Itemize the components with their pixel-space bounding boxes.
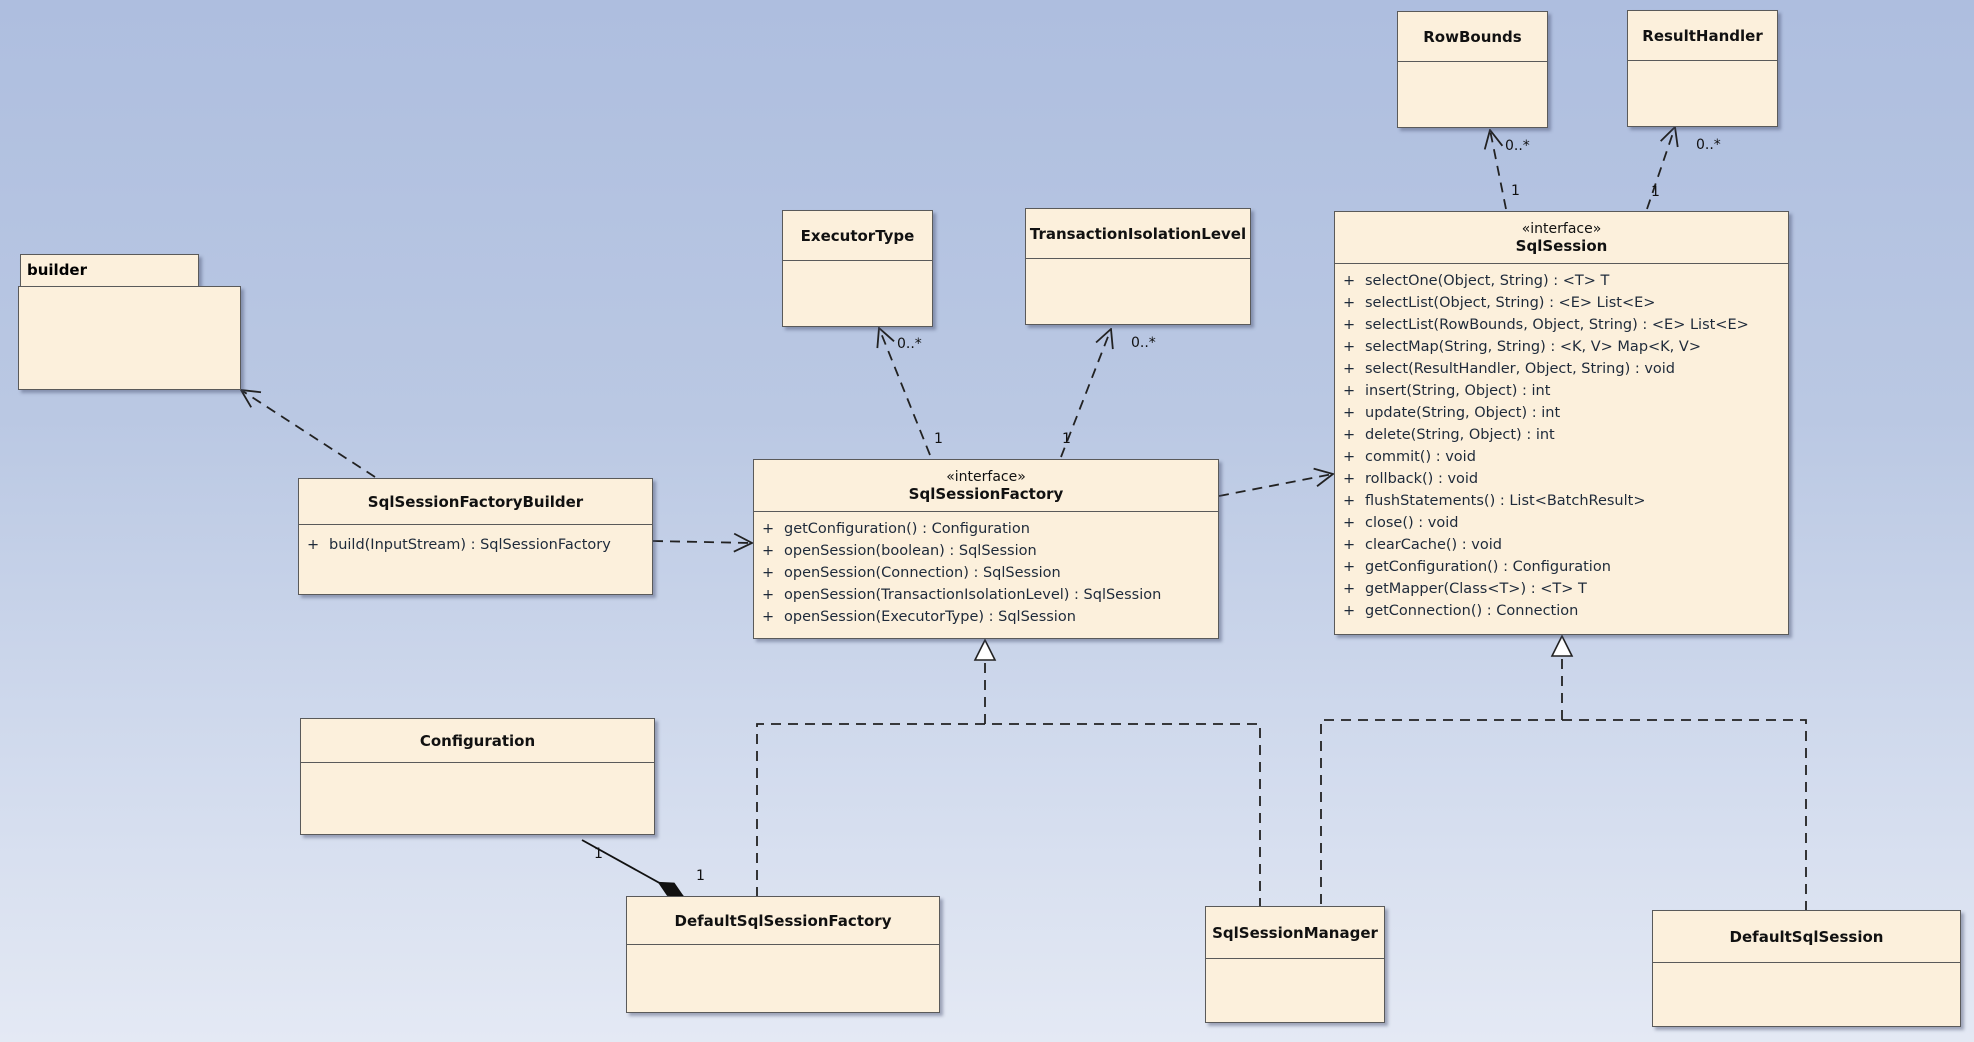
dep-line-builder-to-factory	[652, 541, 752, 543]
mult-executor-type-target: 0..*	[897, 336, 922, 352]
package-builder-name: builder	[27, 261, 88, 279]
class-name: SqlSessionFactory	[908, 484, 1064, 503]
operation-row[interactable]: +openSession(boolean) : SqlSession	[762, 543, 1037, 559]
mult-factory-end: 1	[696, 868, 705, 884]
operation-row[interactable]: +rollback() : void	[1343, 471, 1479, 487]
mult-configuration-end: 1	[594, 846, 603, 862]
operation-row[interactable]: +close() : void	[1343, 515, 1459, 531]
class-sql-session-factory-builder[interactable]: SqlSessionFactoryBuilder +build(InputStr…	[298, 478, 653, 595]
class-name: ResultHandler	[1642, 26, 1763, 45]
stereotype: «interface»	[946, 468, 1026, 485]
stereotype: «interface»	[1521, 220, 1602, 237]
operation-row[interactable]: +getConfiguration() : Configuration	[762, 521, 1030, 537]
class-default-sql-session-factory[interactable]: DefaultSqlSessionFactory	[626, 896, 940, 1013]
dep-line-factory-to-session	[1218, 474, 1333, 497]
mult-executor-type-source: 1	[934, 431, 943, 447]
class-sql-session[interactable]: «interface» SqlSession +selectOne(Object…	[1334, 211, 1789, 635]
class-name: Configuration	[419, 731, 536, 750]
class-sql-session-manager[interactable]: SqlSessionManager	[1205, 906, 1385, 1023]
realization-session-manager	[1320, 719, 1807, 910]
class-result-handler[interactable]: ResultHandler	[1627, 10, 1778, 127]
operation-row[interactable]: +getConfiguration() : Configuration	[1343, 559, 1611, 575]
operation-row[interactable]: +selectOne(Object, String) : <T> T	[1343, 273, 1610, 289]
mult-result-handler-target: 0..*	[1696, 137, 1721, 153]
class-row-bounds[interactable]: RowBounds	[1397, 11, 1548, 128]
dep-line-result-handler	[1646, 127, 1675, 210]
class-transaction-isolation-level[interactable]: TransactionIsolationLevel	[1025, 208, 1251, 325]
operations-list: +getConfiguration() : Configuration +ope…	[754, 512, 1218, 628]
mult-row-bounds-source: 1	[1511, 183, 1520, 199]
operation-row[interactable]: +getConnection() : Connection	[1343, 603, 1579, 619]
class-name: SqlSessionFactoryBuilder	[367, 492, 584, 511]
operation-row[interactable]: +openSession(TransactionIsolationLevel) …	[762, 587, 1162, 603]
package-builder-tab[interactable]: builder	[20, 254, 199, 288]
operation-row[interactable]: +insert(String, Object) : int	[1343, 383, 1551, 399]
operation-row[interactable]: +update(String, Object) : int	[1343, 405, 1561, 421]
class-name: TransactionIsolationLevel	[1029, 224, 1247, 243]
mult-row-bounds-target: 0..*	[1505, 138, 1530, 154]
class-name: RowBounds	[1423, 27, 1522, 46]
operations-list: +build(InputStream) : SqlSessionFactory	[299, 525, 652, 556]
class-name: DefaultSqlSessionFactory	[674, 911, 892, 930]
operation-row[interactable]: +selectList(RowBounds, Object, String) :…	[1343, 317, 1749, 333]
class-name: ExecutorType	[800, 226, 915, 245]
class-name: SqlSessionManager	[1212, 923, 1378, 942]
operation-row[interactable]: +selectList(Object, String) : <E> List<E…	[1343, 295, 1656, 311]
operation-row[interactable]: +selectMap(String, String) : <K, V> Map<…	[1343, 339, 1701, 355]
operation-row[interactable]: +select(ResultHandler, Object, String) :…	[1343, 361, 1676, 377]
dep-line-row-bounds	[1490, 130, 1507, 210]
operations-list: +selectOne(Object, String) : <T> T +sele…	[1335, 264, 1788, 622]
class-configuration[interactable]: Configuration	[300, 718, 655, 835]
operation-row[interactable]: +flushStatements() : List<BatchResult>	[1343, 493, 1646, 509]
class-name: SqlSession	[1515, 236, 1608, 255]
operation-row[interactable]: +openSession(ExecutorType) : SqlSession	[762, 609, 1076, 625]
dep-line-executor-type	[879, 328, 931, 456]
class-executor-type[interactable]: ExecutorType	[782, 210, 933, 327]
operation-row[interactable]: +delete(String, Object) : int	[1343, 427, 1555, 443]
mult-til-target: 0..*	[1131, 335, 1156, 351]
operation-row[interactable]: +openSession(Connection) : SqlSession	[762, 565, 1061, 581]
operation-row[interactable]: +getMapper(Class<T>) : <T> T	[1343, 581, 1587, 597]
package-builder[interactable]	[18, 286, 241, 390]
operation-row[interactable]: +clearCache() : void	[1343, 537, 1502, 553]
operation-row[interactable]: +build(InputStream) : SqlSessionFactory	[307, 537, 611, 553]
class-name: DefaultSqlSession	[1729, 927, 1884, 946]
mult-til-source: 1	[1062, 431, 1071, 447]
dep-line-til	[1060, 329, 1111, 458]
operation-row[interactable]: +commit() : void	[1343, 449, 1476, 465]
mult-result-handler-source: 1	[1651, 184, 1660, 200]
class-sql-session-factory[interactable]: «interface» SqlSessionFactory +getConfig…	[753, 459, 1219, 639]
class-default-sql-session[interactable]: DefaultSqlSession	[1652, 910, 1961, 1027]
composition-line	[581, 839, 683, 897]
realization-default-factory	[756, 723, 1261, 906]
dep-line-builder	[241, 390, 376, 478]
